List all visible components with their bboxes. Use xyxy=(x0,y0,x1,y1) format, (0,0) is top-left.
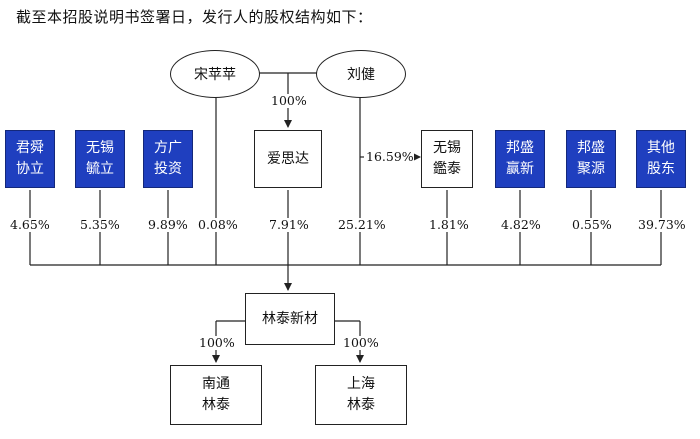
person-liu-jian: 刘健 xyxy=(316,50,406,98)
entity-junshun-xieli: 君舜协立 xyxy=(5,130,55,188)
entity-aisida: 爱思达 xyxy=(254,130,322,188)
pct-holder: 4.82% xyxy=(501,217,541,232)
pct-holder: 0.08% xyxy=(198,217,238,232)
intro-text: 截至本招股说明书签署日，发行人的股权结构如下： xyxy=(16,8,373,26)
pct-holder: 4.65% xyxy=(10,217,50,232)
pct-holder: 25.21% xyxy=(338,217,386,232)
company-lintai: 林泰新材 xyxy=(245,293,335,345)
entity-bangsheng-juyuan: 邦盛聚源 xyxy=(566,130,616,188)
person-song-pingping: 宋苹苹 xyxy=(170,50,260,98)
pct-holder: 9.89% xyxy=(148,217,188,232)
pct-holder: 39.73% xyxy=(638,217,686,232)
pct-holder: 1.81% xyxy=(429,217,469,232)
person-name: 刘健 xyxy=(347,67,375,83)
person-name: 宋苹苹 xyxy=(194,67,236,83)
pct-sub-shanghai: 100% xyxy=(343,335,379,350)
entity-other-shareholders: 其他股东 xyxy=(636,130,686,188)
pct-wuxi-jiantai-control: 16.59% xyxy=(366,149,414,164)
subsidiary-nantong-lintai: 南通林泰 xyxy=(170,365,262,425)
pct-aisida-parent: 100% xyxy=(271,93,307,108)
pct-holder: 0.55% xyxy=(572,217,612,232)
pct-sub-nantong: 100% xyxy=(199,335,235,350)
entity-bangsheng-yingxin: 邦盛赢新 xyxy=(495,130,545,188)
subsidiary-shanghai-lintai: 上海林泰 xyxy=(315,365,407,425)
entity-wuxi-yuli: 无锡毓立 xyxy=(75,130,125,188)
entity-fangguang-touzi: 方广投资 xyxy=(143,130,193,188)
entity-wuxi-jiantai: 无锡 鑑泰 xyxy=(421,130,473,188)
pct-holder: 7.91% xyxy=(269,217,309,232)
pct-holder: 5.35% xyxy=(80,217,120,232)
